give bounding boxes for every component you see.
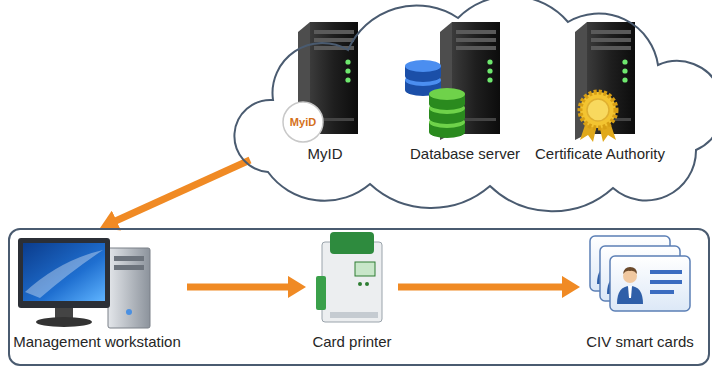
logo-text: MyiD bbox=[290, 116, 316, 129]
workstation-icon bbox=[18, 238, 110, 308]
node-label: Certificate Authority bbox=[535, 145, 665, 163]
node-label: Management workstation bbox=[13, 333, 181, 351]
workstation-icon bbox=[23, 243, 105, 301]
card-printer-icon bbox=[330, 232, 374, 254]
node-label: CIV smart cards bbox=[586, 333, 694, 351]
icon-node: Management workstation bbox=[9, 235, 185, 355]
card-printer-icon bbox=[355, 262, 375, 276]
certificate-authority-icon bbox=[575, 22, 635, 142]
workstation-icon bbox=[36, 317, 92, 327]
workstation-icon bbox=[126, 309, 132, 315]
card-printer-icon bbox=[358, 282, 362, 286]
card-printer-icon bbox=[330, 312, 378, 318]
group-panel: Management workstation Card printer CIV sm… bbox=[8, 228, 710, 366]
database-server-icon bbox=[405, 22, 500, 140]
database-server-icon bbox=[429, 88, 465, 110]
icon-node: Card printer bbox=[308, 235, 396, 355]
cloud-outline bbox=[228, 0, 712, 200]
myid-server-icon bbox=[283, 102, 323, 142]
flow-arrow bbox=[187, 283, 292, 290]
icon-node: Database server bbox=[406, 15, 525, 167]
workstation-icon bbox=[55, 308, 73, 318]
workstation-icon bbox=[114, 256, 144, 261]
certificate-authority-icon bbox=[575, 22, 635, 140]
icon-node: CIV smart cards bbox=[582, 235, 698, 355]
certificate-authority-icon bbox=[587, 99, 609, 121]
node-label: Database server bbox=[410, 145, 520, 163]
database-server-icon bbox=[405, 60, 441, 82]
node-label: MyID bbox=[308, 145, 343, 163]
smart-cards-icon bbox=[590, 236, 690, 311]
smart-cards-icon bbox=[610, 256, 690, 311]
flow-arrow bbox=[398, 283, 566, 290]
myid-server-icon bbox=[283, 22, 358, 142]
workstation-icon bbox=[18, 238, 150, 328]
workstation-icon bbox=[108, 248, 150, 328]
certificate-authority-icon bbox=[580, 92, 616, 128]
card-printer-icon bbox=[365, 282, 369, 286]
card-printer-icon bbox=[316, 232, 382, 322]
node-label: Card printer bbox=[312, 333, 391, 351]
icon-node: Certificate Authority bbox=[531, 15, 670, 167]
card-printer-icon bbox=[316, 276, 326, 310]
workstation-icon bbox=[25, 250, 103, 298]
cloud-region: MyID Database server Certificate Authority bbox=[228, 0, 712, 200]
cloud-outline bbox=[234, 0, 712, 211]
icon-node: MyID bbox=[290, 15, 360, 167]
flow-arrow bbox=[113, 160, 250, 222]
workstation-icon bbox=[114, 265, 144, 270]
